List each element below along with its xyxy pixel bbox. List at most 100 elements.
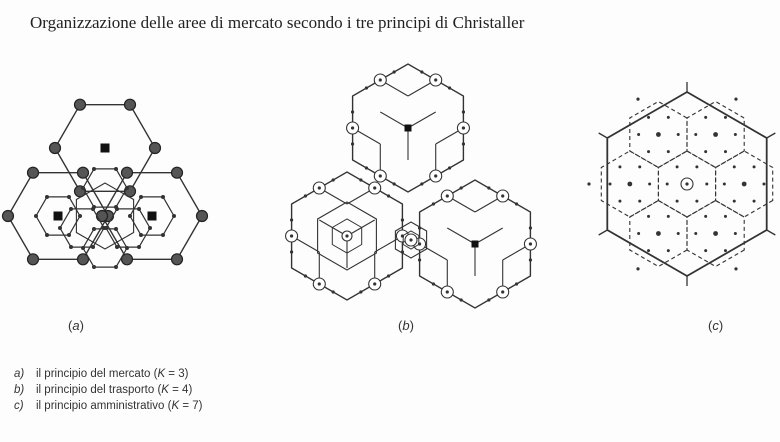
route-node — [303, 194, 308, 198]
low-order-centre — [733, 133, 737, 136]
low-order-centre — [723, 249, 727, 253]
route-node — [364, 166, 369, 170]
main-centre — [680, 177, 694, 191]
nested-hexagon — [402, 230, 420, 250]
second-order-centre — [95, 209, 109, 223]
route-node — [350, 110, 355, 114]
route-node — [447, 86, 452, 90]
low-order-centre — [722, 182, 726, 186]
route-node — [303, 274, 308, 278]
low-order-centre — [675, 199, 679, 203]
low-order-centre — [172, 214, 176, 218]
administrative-sub-area — [686, 199, 745, 268]
route-line — [407, 111, 436, 129]
transport-centre-dot — [461, 126, 466, 130]
low-order-centre — [91, 245, 95, 250]
transport-centre-dot — [528, 242, 533, 246]
transport-centre — [346, 121, 360, 135]
route-line — [447, 227, 476, 245]
transport-centre-dot — [373, 282, 377, 286]
route-node — [359, 178, 363, 182]
low-order-centre — [139, 233, 143, 238]
low-order-centre — [125, 186, 129, 190]
low-order-centre — [139, 194, 143, 199]
route-node — [487, 186, 491, 190]
transport-centre — [496, 189, 510, 203]
route-node — [420, 70, 424, 74]
transport-centre — [373, 169, 387, 183]
low-order-centre — [694, 232, 698, 235]
second-order-centre — [120, 253, 134, 266]
low-order-centre — [114, 265, 118, 270]
panel-c-administrative-principle — [587, 82, 776, 286]
transport-centre-dot — [317, 282, 321, 286]
boundary-tick — [598, 132, 608, 139]
transport-area-hexagon — [351, 63, 465, 193]
low-order-centre — [752, 165, 756, 169]
low-order-centre — [608, 182, 612, 186]
low-order-centre — [637, 133, 641, 136]
low-order-centre — [81, 186, 85, 190]
transport-centre — [312, 181, 326, 195]
low-order-centre — [637, 232, 641, 235]
low-order-centre — [69, 245, 73, 250]
high-order-centre — [471, 240, 479, 248]
route-node — [528, 258, 533, 262]
route-node — [528, 226, 533, 230]
transport-centre-dot — [289, 234, 294, 238]
transport-area-hexagon — [290, 171, 404, 301]
low-order-centre — [67, 194, 71, 199]
low-order-centre — [675, 165, 679, 169]
route-node — [461, 142, 466, 146]
route-node — [392, 70, 396, 74]
transport-centre-dot — [501, 194, 505, 198]
panel-a-market-principle — [1, 98, 209, 270]
low-order-centre — [647, 214, 651, 218]
low-order-centre — [148, 226, 152, 230]
panel-b-label: (b) — [398, 318, 414, 333]
high-order-centre — [147, 211, 157, 221]
low-order-centre — [92, 265, 96, 270]
administrative-sub-area — [715, 150, 774, 218]
low-order-centre — [695, 165, 699, 169]
second-order-centre — [123, 98, 137, 111]
intermediate-hexagon — [75, 182, 135, 250]
transport-centre-dot — [434, 78, 438, 82]
low-order-centre — [723, 150, 727, 154]
administrative-centre — [656, 231, 661, 236]
transport-centre-dot — [445, 194, 449, 198]
transport-centre — [341, 230, 353, 242]
route-node — [350, 142, 355, 146]
low-order-centre — [638, 165, 642, 169]
second-order-centre — [26, 253, 40, 266]
transport-centre-dot — [445, 290, 449, 294]
transport-centre — [429, 73, 443, 87]
second-order-centre — [170, 253, 184, 266]
low-order-centre — [704, 150, 708, 154]
low-order-centre — [752, 199, 756, 203]
route-node — [386, 274, 391, 278]
low-order-centre — [705, 182, 709, 186]
outer-centre — [587, 182, 591, 186]
low-order-centre — [732, 165, 736, 169]
low-order-centre — [638, 199, 642, 203]
low-order-centre — [618, 165, 622, 169]
low-order-centre — [137, 245, 141, 250]
low-order-centre — [45, 194, 49, 199]
low-order-centre — [723, 214, 727, 218]
low-order-centre — [69, 206, 73, 211]
route-node — [459, 298, 463, 302]
low-order-centre — [115, 245, 119, 250]
administrative-centre — [713, 132, 718, 137]
low-order-centre — [666, 249, 670, 253]
administrative-sub-area — [600, 150, 659, 218]
low-order-centre — [762, 182, 766, 186]
transport-centre — [285, 229, 299, 243]
low-order-centre — [647, 150, 651, 154]
route-node — [386, 194, 391, 198]
low-order-centre — [161, 194, 165, 199]
transport-centre — [312, 277, 326, 291]
route-node — [331, 178, 335, 182]
low-order-centre — [676, 133, 680, 136]
transport-centre-dot — [317, 186, 321, 190]
